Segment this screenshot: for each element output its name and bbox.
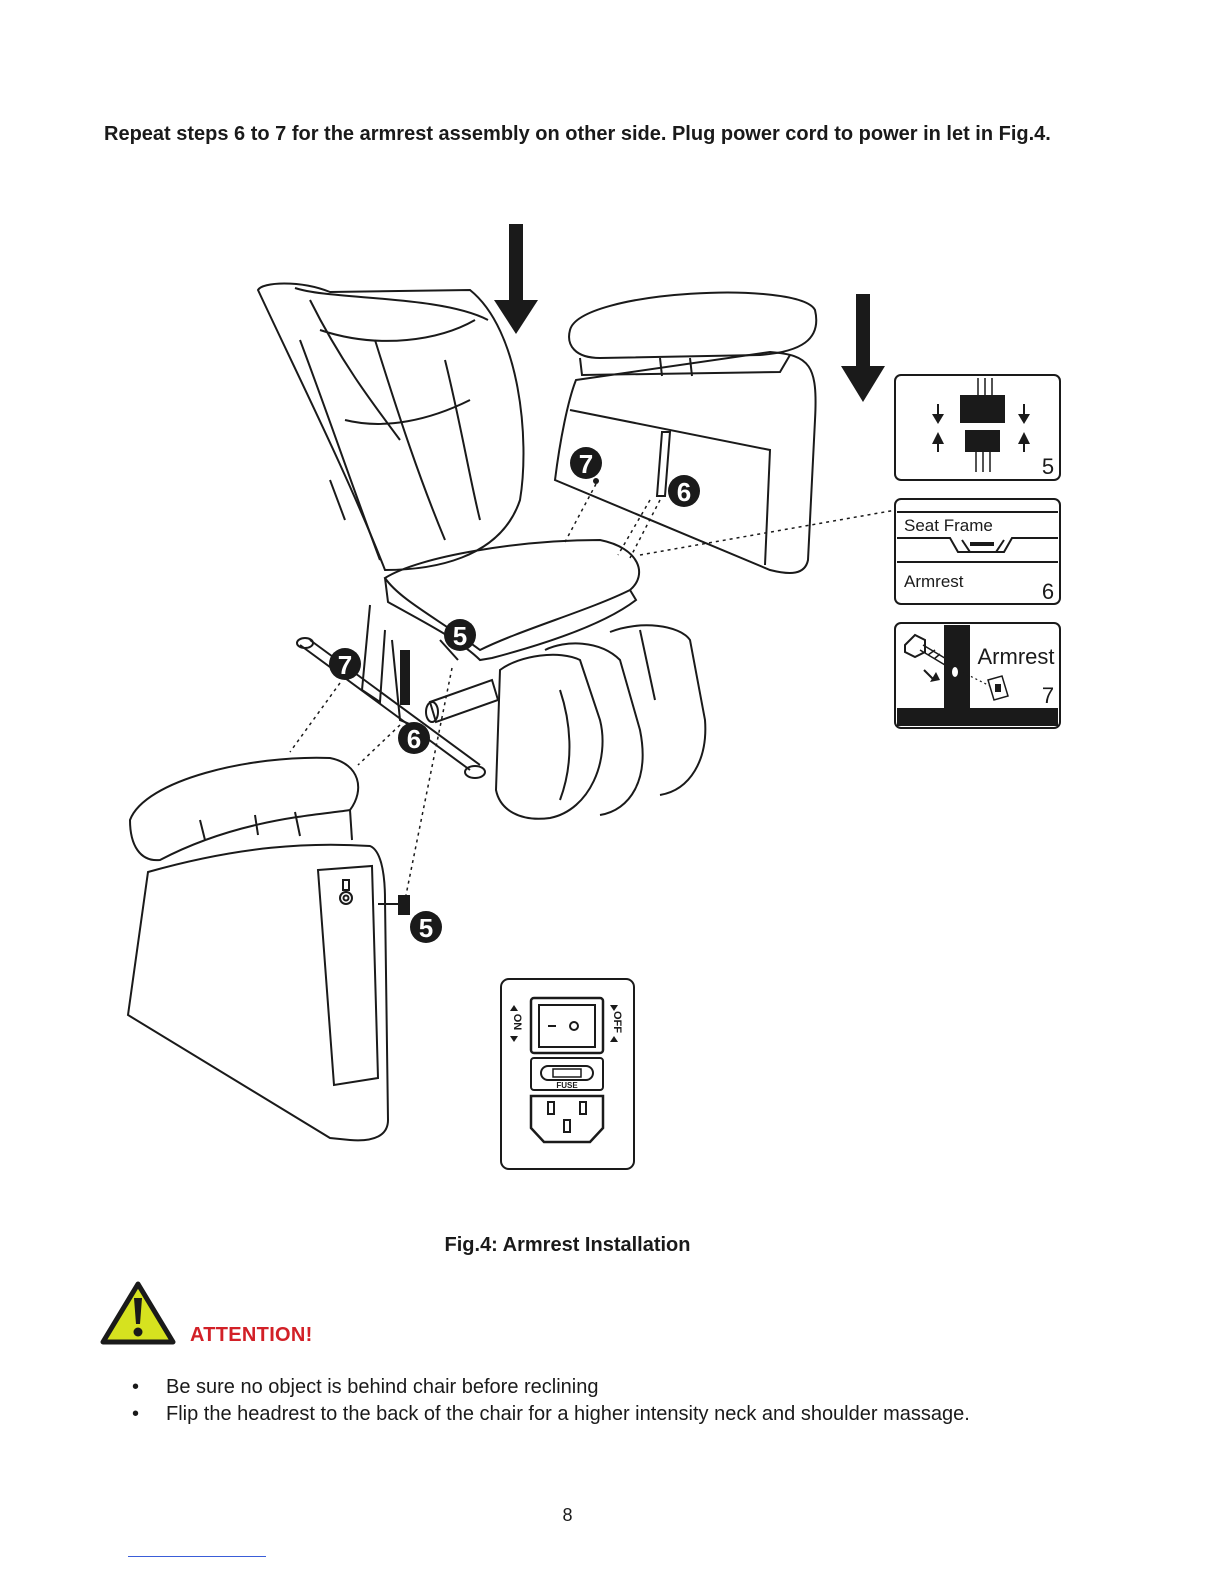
warning-triangle-icon [100, 1281, 176, 1345]
power-inlet-panel: ON OFF FUSE [500, 978, 635, 1170]
svg-text:Seat Frame: Seat Frame [904, 516, 993, 535]
svg-text:6: 6 [1042, 579, 1054, 604]
svg-text:Armrest: Armrest [904, 572, 964, 591]
footer-rule [128, 1556, 266, 1557]
svg-text:ON: ON [511, 1014, 523, 1031]
list-item: Be sure no object is behind chair before… [132, 1374, 970, 1401]
svg-text:FUSE: FUSE [556, 1081, 578, 1090]
step-marker-7: 7 [329, 648, 361, 680]
chair-legrest [494, 624, 707, 820]
power-inlet-socket[interactable] [529, 1094, 605, 1144]
attention-heading: ATTENTION! [190, 1324, 313, 1346]
figure-caption: Fig.4: Armrest Installation [444, 1234, 691, 1256]
svg-text:7: 7 [579, 449, 593, 479]
detail-box-step-6: Seat Frame Armrest 6 [894, 498, 1061, 605]
armrest-left [126, 756, 410, 1142]
armrest-right [553, 291, 818, 574]
armrest-installation-figure: 7 6 5 7 6 5 5 [126, 224, 1061, 1170]
attention-list: Be sure no object is behind chair before… [132, 1374, 970, 1428]
svg-text:5: 5 [419, 913, 433, 943]
down-arrow-icon [494, 224, 538, 334]
svg-text:OFF: OFF [611, 1011, 623, 1033]
svg-text:5: 5 [1042, 454, 1054, 479]
detail-box-step-5: 5 [894, 374, 1061, 481]
svg-text:6: 6 [407, 724, 421, 754]
step-marker-6: 6 [398, 722, 430, 754]
svg-text:Armrest: Armrest [978, 644, 1055, 669]
svg-text:7: 7 [1042, 683, 1054, 708]
power-switch[interactable] [539, 1005, 595, 1047]
svg-text:7: 7 [338, 650, 352, 680]
svg-text:5: 5 [453, 621, 467, 651]
bolt-icon [904, 633, 949, 666]
step-marker-5: 5 [444, 619, 476, 651]
down-arrow-icon [841, 294, 885, 402]
guide-lines [289, 483, 897, 901]
fuse-holder[interactable] [540, 1065, 594, 1081]
list-item: Flip the headrest to the back of the cha… [132, 1401, 970, 1428]
step-marker-7: 7 [570, 447, 602, 479]
chair-backrest [256, 282, 525, 572]
instruction-text: Repeat steps 6 to 7 for the armrest asse… [104, 123, 1051, 145]
step-marker-6: 6 [668, 475, 700, 507]
svg-text:6: 6 [677, 477, 691, 507]
page-number: 8 [562, 1505, 573, 1525]
chair-seat [383, 538, 641, 662]
step-marker-5: 5 [410, 911, 442, 943]
detail-box-step-7: Armrest 7 [894, 622, 1061, 729]
